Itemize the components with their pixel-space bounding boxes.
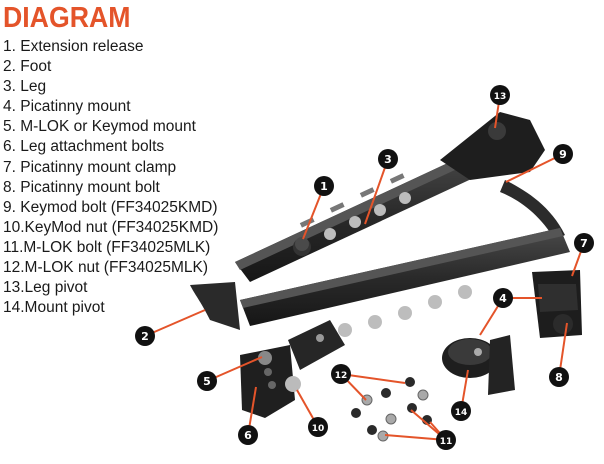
parts-list-item: 11.M-LOK bolt (FF34025MLK) xyxy=(3,238,211,256)
parts-list-item: 8. Picatinny mount bolt xyxy=(3,178,160,196)
parts-list-item: 13.Leg pivot xyxy=(3,279,88,297)
callout-label: 1 xyxy=(320,180,328,193)
callout-label: 14 xyxy=(455,408,468,418)
callout-label: 3 xyxy=(384,153,392,166)
rail-mount xyxy=(240,345,301,418)
callout-1: 1 xyxy=(314,176,334,196)
callout-11: 11 xyxy=(436,430,456,450)
callout-label: 7 xyxy=(580,237,588,250)
callout-label: 9 xyxy=(559,148,567,161)
callout-2: 2 xyxy=(135,326,155,346)
picatinny-mount xyxy=(532,270,582,338)
callout-label: 2 xyxy=(141,330,149,343)
callout-7: 7 xyxy=(574,233,594,253)
parts-list-item: 1. Extension release xyxy=(3,38,144,55)
callout-9: 9 xyxy=(553,144,573,164)
callout-3: 3 xyxy=(378,149,398,169)
callout-10: 10 xyxy=(308,417,328,437)
parts-list-item: 4. Picatinny mount xyxy=(3,98,131,116)
parts-list-item: 9. Keymod bolt (FF34025KMD) xyxy=(3,198,218,216)
callout-6: 6 xyxy=(238,425,258,445)
callout-label: 6 xyxy=(244,429,252,442)
callout-5: 5 xyxy=(197,371,217,391)
callout-label: 8 xyxy=(555,371,563,384)
callout-label: 5 xyxy=(203,375,211,388)
lower-leg xyxy=(240,228,570,370)
parts-list-item: 12.M-LOK nut (FF34025MLK) xyxy=(3,259,209,277)
callout-12: 12 xyxy=(331,364,351,384)
callout-13: 13 xyxy=(490,85,510,105)
parts-list-item: 3. Leg xyxy=(3,78,47,96)
callout-8: 8 xyxy=(549,367,569,387)
parts-list-item: 6. Leg attachment bolts xyxy=(3,138,165,156)
hardware-bolts-nuts xyxy=(351,377,432,435)
parts-list-item: 2. Foot xyxy=(3,58,52,76)
upper-leg xyxy=(235,112,565,282)
parts-list-item: 7. Picatinny mount clamp xyxy=(3,158,177,176)
foot-left xyxy=(190,282,240,330)
mount-pivot xyxy=(442,335,515,395)
callout-label: 4 xyxy=(499,292,507,305)
parts-list: 1. Extension release 2. Foot 3. Leg 4. P… xyxy=(3,37,218,318)
parts-list-item: 10.KeyMod nut (FF34025KMD) xyxy=(3,218,219,236)
callout-label: 11 xyxy=(440,437,453,447)
callout-label: 13 xyxy=(494,92,507,102)
diagram-title: DIAGRAM xyxy=(3,2,131,34)
callout-4: 4 xyxy=(493,288,513,308)
hardware-nuts xyxy=(361,389,429,442)
callout-14: 14 xyxy=(451,401,471,421)
parts-list-item: 5. M-LOK or Keymod mount xyxy=(3,118,196,136)
callout-label: 10 xyxy=(312,424,325,434)
callout-label: 12 xyxy=(335,371,348,381)
parts-list-item: 14.Mount pivot xyxy=(3,299,105,317)
